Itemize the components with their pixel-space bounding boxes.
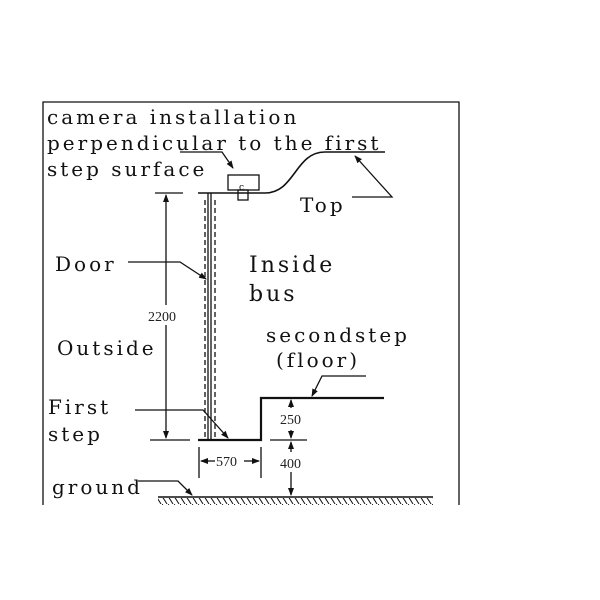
floor-leader (311, 375, 366, 397)
label-bus: bus (249, 282, 298, 307)
title-line-2: perpendicular to the first (47, 131, 381, 155)
dim-label-400: 400 (280, 457, 301, 472)
title-line-3: step surface (47, 157, 207, 181)
first-step-leader (135, 409, 229, 439)
label-outside: Outside (57, 336, 157, 360)
camera-mark: c (239, 183, 244, 193)
label-secondstep: secondstep (266, 323, 410, 347)
label-floor: (floor) (276, 348, 360, 372)
door-leader (128, 261, 207, 280)
dim-label-570: 570 (216, 455, 237, 470)
camera-icon: c (227, 174, 260, 201)
dimension-570: 570 (198, 447, 262, 478)
frame (42, 101, 460, 505)
bus-roof-line (198, 151, 385, 194)
label-door: Door (55, 252, 117, 276)
steps (198, 396, 384, 442)
label-top: Top (300, 193, 346, 217)
dimension-2200: 2200 (148, 192, 190, 441)
label-inside: Inside (249, 253, 335, 278)
dim-label-2200: 2200 (148, 310, 176, 325)
door (204, 193, 216, 440)
dimension-400: 400 (280, 441, 301, 496)
ground (158, 496, 433, 505)
dimension-250: 250 (270, 399, 307, 441)
label-step: step (48, 422, 103, 446)
dim-label-250: 250 (280, 413, 301, 428)
title-line-1: camera installation (47, 105, 299, 129)
label-ground: ground (52, 475, 143, 499)
label-first: First (48, 395, 111, 419)
camera-leader (180, 151, 234, 169)
ground-leader (138, 480, 193, 496)
top-leader (352, 155, 394, 198)
